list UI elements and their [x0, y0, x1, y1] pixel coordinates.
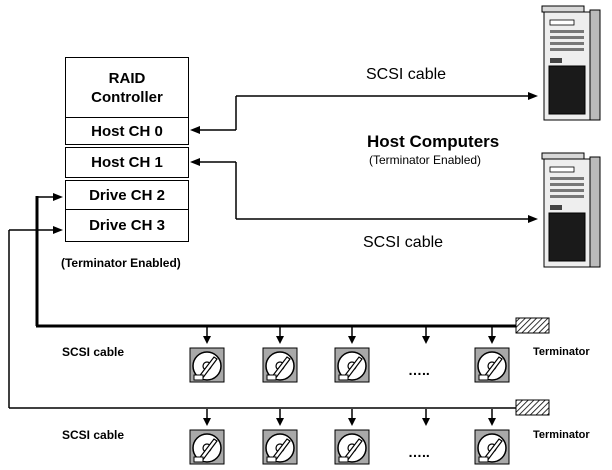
host-computer-bottom-icon — [541, 152, 601, 268]
host-computers-title: Host Computers — [367, 132, 500, 151]
hard-disk-icon — [262, 347, 298, 383]
hard-disk-icon — [189, 429, 225, 465]
hard-disk-icon — [474, 347, 510, 383]
drive-ch3-port: Drive CH 3 — [65, 209, 189, 242]
hard-disk-icon — [189, 347, 225, 383]
hard-disk-icon — [474, 429, 510, 465]
more-disks-ellipsis-row1: ….. — [408, 362, 430, 378]
terminator-row2-icon — [515, 399, 550, 416]
host-ch1-port: Host CH 1 — [65, 147, 189, 178]
drive-cable-row2-label: SCSI cable — [62, 428, 125, 442]
hard-disk-icon — [334, 347, 370, 383]
arrow-host-ch1-left — [190, 158, 200, 166]
terminator-row1-label: Terminator — [533, 346, 590, 358]
drop-arrowheads-row2 — [203, 418, 496, 426]
controller-title-line2: Controller — [91, 88, 163, 106]
arrow-drive-ch2 — [53, 193, 63, 201]
drive-bus-1 — [35, 196, 516, 328]
drive-bus-2 — [8, 229, 516, 409]
host-cable-bottom — [200, 161, 530, 220]
drive-ch2-port: Drive CH 2 — [65, 180, 189, 210]
host-cable-bottom-label: SCSI cable — [363, 234, 444, 251]
host-cable-top-label: SCSI cable — [366, 66, 447, 83]
terminator-row1-icon — [515, 317, 550, 334]
host-computer-top-icon — [541, 5, 601, 121]
more-disks-ellipsis-row2: ….. — [408, 444, 430, 460]
host-ch0-port: Host CH 0 — [65, 117, 189, 145]
controller-terminator-note: (Terminator Enabled) — [61, 256, 181, 270]
hard-disk-icon — [334, 429, 370, 465]
raid-controller-title: RAID Controller — [65, 57, 189, 118]
arrow-host-ch0-left — [190, 126, 200, 134]
controller-title-line1: RAID — [108, 69, 146, 87]
drive-cable-row1-label: SCSI cable — [62, 345, 125, 359]
arrow-drive-ch3 — [53, 226, 63, 234]
drop-arrowheads-row1 — [203, 336, 496, 344]
hard-disk-icon — [262, 429, 298, 465]
host-cable-top — [200, 95, 530, 131]
terminator-row2-label: Terminator — [533, 429, 590, 441]
arrow-host-bottom-right — [528, 215, 538, 223]
host-terminator-note: (Terminator Enabled) — [369, 153, 482, 167]
arrow-host-top-right — [528, 92, 538, 100]
